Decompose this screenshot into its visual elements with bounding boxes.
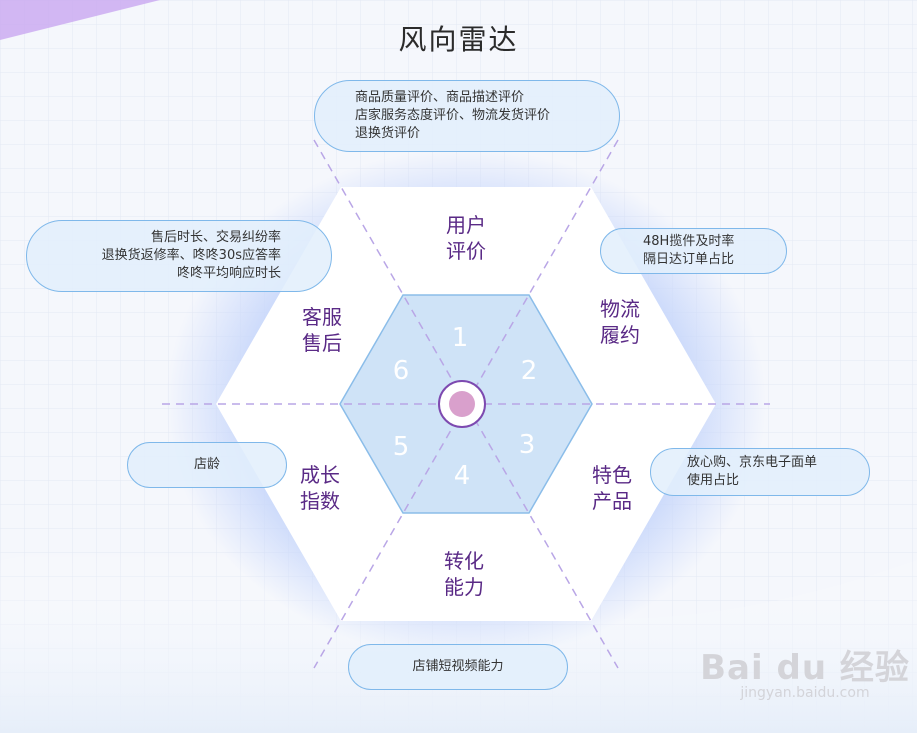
bubble-line: 退换货返修率、咚咚30s应答率 [101,248,281,263]
bubble-line: 放心购、京东电子面单 [687,455,818,470]
bubble-line: 使用占比 [687,473,740,488]
label-line: 评价 [446,239,486,263]
dashed-axis-diagonal-b [313,139,619,669]
bubble-conversion-metrics: 店铺短视频能力 [348,644,568,690]
bubble-line: 咚咚平均响应时长 [176,266,281,281]
watermark-url: jingyan.baidu.com [740,685,870,701]
segment-number-6: 6 [392,356,410,386]
segment-number-1: 1 [451,323,469,353]
bubble-growth-metrics: 店龄 [127,442,287,488]
page-title: 风向雷达 [398,23,519,56]
label-line: 能力 [444,575,484,599]
dashed-axis-diagonal-a [313,139,619,669]
label-logistics: 物流 履约 [580,296,660,348]
label-line: 用户 [446,213,486,237]
bubble-logistics-metrics: 48H揽件及时率 隔日达订单占比 [600,228,787,274]
label-line: 售后 [302,331,342,355]
bubble-line: 店龄 [193,457,220,472]
bubble-line: 退换货评价 [355,126,421,141]
label-featured-products: 特色 产品 [572,462,652,514]
label-line: 成长 [300,463,340,487]
bubble-user-review-metrics: 商品质量评价、商品描述评价 店家服务态度评价、物流发货评价 退换货评价 [314,80,620,152]
label-growth-index: 成长 指数 [280,462,360,514]
segment-number-2: 2 [520,356,538,386]
segment-number-5: 5 [392,432,410,462]
segment-number-4: 4 [453,461,471,491]
bubble-line: 店家服务态度评价、物流发货评价 [355,108,551,123]
bubble-line: 48H揽件及时率 [643,234,735,249]
center-dot [449,391,475,417]
bubble-line: 售后时长、交易纠纷率 [150,230,281,245]
bubble-line: 店铺短视频能力 [412,659,504,674]
segment-number-3: 3 [518,430,536,460]
bubble-feature-metrics: 放心购、京东电子面单 使用占比 [650,448,870,496]
label-line: 客服 [302,305,342,329]
label-user-review: 用户 评价 [426,212,506,264]
label-conversion: 转化 能力 [424,548,504,600]
watermark-logo: Bai du 经验 [700,648,910,688]
label-line: 指数 [300,489,340,513]
corner-decoration [0,0,160,40]
label-line: 转化 [444,549,484,573]
baidu-jingyan-watermark: Bai du 经验 jingyan.baidu.com [700,640,910,701]
bubble-line: 商品质量评价、商品描述评价 [355,90,525,105]
label-line: 物流 [600,297,640,321]
bubble-line: 隔日达订单占比 [643,252,735,267]
label-line: 产品 [592,489,632,513]
label-line: 履约 [600,323,640,347]
bubble-service-metrics: 售后时长、交易纠纷率 退换货返修率、咚咚30s应答率 咚咚平均响应时长 [26,220,332,292]
label-line: 特色 [592,463,632,487]
label-customer-service: 客服 售后 [282,304,362,356]
